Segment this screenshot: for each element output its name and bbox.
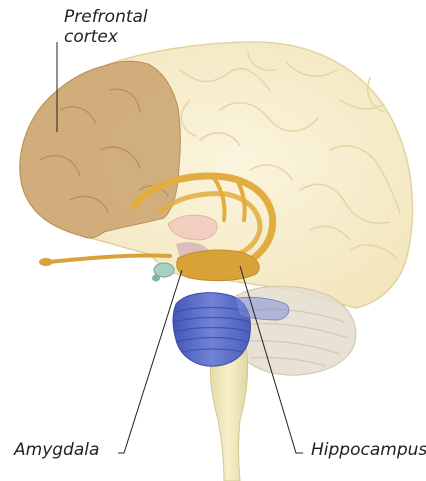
prefrontal-label-line-1: Prefrontal xyxy=(64,7,148,27)
prefrontal-label-line-2: cortex xyxy=(64,27,148,47)
amygdala-shape xyxy=(152,263,174,282)
hippocampus-body xyxy=(177,250,259,281)
amygdala-label: Amygdala xyxy=(14,440,99,460)
amygdala-leader-line xyxy=(118,270,182,453)
prefrontal-cortex-region xyxy=(20,61,180,238)
hippocampus-label: Hippocampus xyxy=(311,440,426,460)
olfactory-bulb xyxy=(39,258,53,266)
prefrontal-cortex-label: Prefrontal cortex xyxy=(64,7,148,47)
